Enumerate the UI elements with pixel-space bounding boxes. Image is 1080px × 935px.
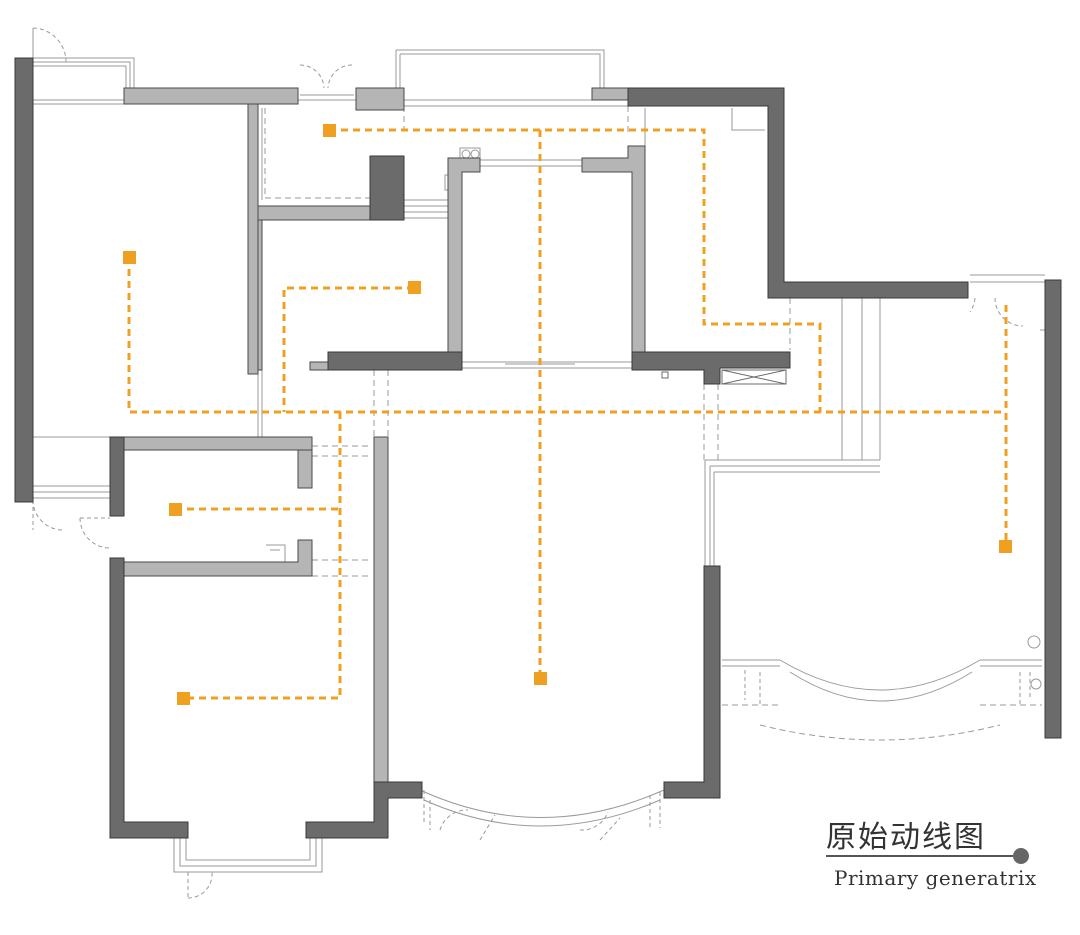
legend-line: [826, 855, 1018, 857]
flow-path-main: [127, 257, 1006, 414]
wall-column: [369, 155, 405, 221]
kitchen-window-inner: [404, 99, 640, 107]
bay-edge-right: [980, 659, 1042, 667]
door-swing: [32, 27, 67, 63]
bath-fixture: [266, 544, 286, 568]
corridor-lines: [841, 298, 881, 460]
wall-center-bottom-right: [631, 351, 791, 385]
sink-bowl-2: [470, 149, 480, 159]
wall-bath-right-top: [297, 449, 313, 489]
plan-thin-lines: [30, 27, 1056, 899]
fixture-circle: [1027, 635, 1041, 649]
step-lines-right: [705, 459, 880, 473]
plan-details: [661, 369, 787, 385]
passage-dash-right: [703, 384, 719, 460]
bay-arc-center-inner: [423, 799, 661, 827]
bay-swing-lines: [744, 670, 1031, 705]
window-top-left: [30, 57, 135, 88]
plan-walls-light: [108, 87, 646, 783]
wall-bedroom-lower-bottom: [305, 781, 423, 839]
bay-center-swing: [423, 790, 661, 830]
flow-nodes: [123, 124, 1012, 705]
flow-node-right-hall: [999, 540, 1012, 553]
fixture-circle-2: [1030, 678, 1042, 690]
window-top-mid: [297, 88, 357, 101]
wall-bath-top: [108, 436, 313, 451]
wall-dining-stub: [309, 361, 329, 371]
door-swing-top: [299, 64, 353, 89]
bay-window-top: [395, 49, 605, 88]
flow-node-living: [534, 672, 547, 685]
wall-top-mid: [355, 87, 405, 111]
wall-mid-vertical: [247, 103, 259, 375]
wall-central-right: [581, 145, 646, 353]
wall-top-right-stub: [591, 87, 629, 101]
wall-kitchen-bottom: [257, 205, 371, 221]
wall-living-right: [663, 565, 721, 799]
wall-living-left: [373, 436, 389, 783]
steps: [404, 199, 448, 219]
right-door-frame: [970, 274, 1045, 283]
flow-path-bedroom: [183, 412, 342, 700]
bay-dash: [722, 704, 1042, 741]
plan-walls-dark: [14, 57, 1062, 839]
passage-dash: [373, 370, 389, 437]
wall-dining-left: [257, 219, 263, 371]
sink-bowl-1: [461, 149, 471, 159]
right-door-swing: [969, 297, 1024, 327]
passage-lines: [257, 370, 263, 437]
cabinet-box: [721, 369, 787, 385]
wall-left-outer: [14, 57, 34, 503]
outlet-box: [661, 371, 669, 379]
flow-node-bath: [169, 503, 182, 516]
flow-lines: [127, 128, 1008, 700]
door-swing-left: [32, 499, 63, 531]
window-left-lower: [32, 437, 110, 500]
flow-path-dining: [282, 286, 414, 412]
bay-edge-left: [722, 659, 780, 667]
wall-top-right: [627, 87, 969, 299]
right-room-lines: [644, 108, 771, 350]
kitchen-dash: [403, 106, 629, 132]
cabinet-cross: [721, 369, 787, 385]
wall-dining-bottom: [327, 351, 463, 371]
flow-node-kitchen: [323, 124, 336, 137]
bedroom-left-outline: [33, 99, 248, 438]
bay-arc-center: [419, 789, 665, 818]
legend-dot-icon: [1013, 848, 1029, 864]
wall-top-left: [123, 87, 299, 105]
bay-arc-inner: [789, 671, 973, 702]
legend-subtitle: Primary generatrix: [834, 866, 1037, 890]
wall-right-outer: [1044, 279, 1062, 739]
opening-top: [462, 159, 582, 167]
bath-dash: [312, 445, 372, 577]
bay-center-door-lines: [479, 814, 621, 841]
window-bottom: [173, 838, 323, 873]
door-swing-left-2: [79, 517, 111, 549]
flow-node-bedroom-lower: [177, 692, 190, 705]
wall-bedroom-lower-left: [109, 557, 189, 839]
corner-fixture: [731, 108, 765, 131]
wall-bath-left: [109, 436, 125, 517]
flow-node-entrance-left: [123, 251, 136, 264]
flow-node-dining: [408, 281, 421, 294]
counter-outline: [264, 108, 370, 199]
bay-center-doors: [439, 809, 609, 831]
bay-arc-outer: [779, 659, 981, 691]
wall-central-left: [447, 157, 481, 353]
door-swing-bottom: [187, 871, 213, 899]
flow-path-kitchen: [329, 128, 822, 412]
legend-title: 原始动线图: [826, 820, 986, 855]
opening-bottom: [462, 361, 632, 369]
